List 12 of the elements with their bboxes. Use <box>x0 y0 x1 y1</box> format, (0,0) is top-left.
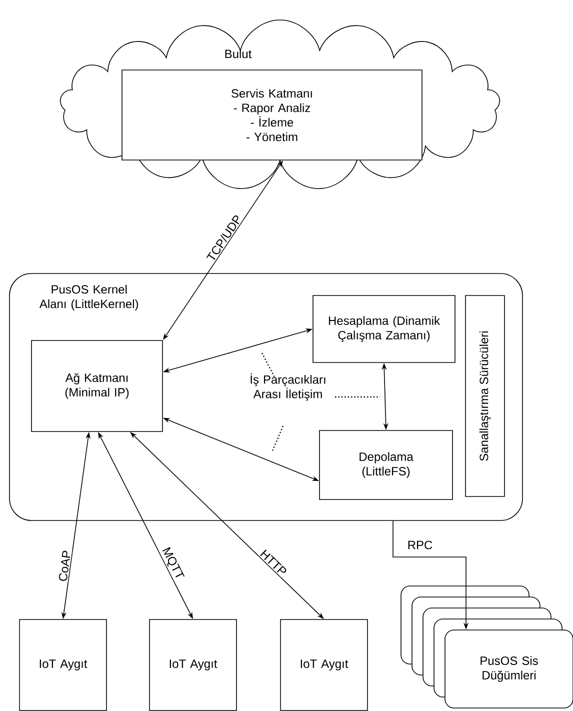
note-text: İş Parçacıkları Arası İletişim <box>250 373 326 401</box>
device-box: IoT Aygıt <box>280 619 368 711</box>
process-box: Ağ Katmanı (Minimal IP) <box>31 340 163 432</box>
process-box: Servis Katmanı - Rapor Analiz - İzleme - Yönetim <box>122 70 422 160</box>
process-box: Hesaplama (Dinamik Çalışma Zamanı) <box>312 295 456 363</box>
edge-label: RPC <box>408 540 432 550</box>
device-box: IoT Aygıt <box>19 619 107 711</box>
edge-label: CoAP <box>58 550 70 581</box>
vertical-box: Sanallaştırma Sürücüleri <box>465 295 505 497</box>
process-box: Depolama (LittleFS) <box>319 430 453 500</box>
stacked-boxes: PusOS Sis Düğümleri <box>400 586 573 708</box>
device-box: IoT Aygıt <box>149 619 237 711</box>
